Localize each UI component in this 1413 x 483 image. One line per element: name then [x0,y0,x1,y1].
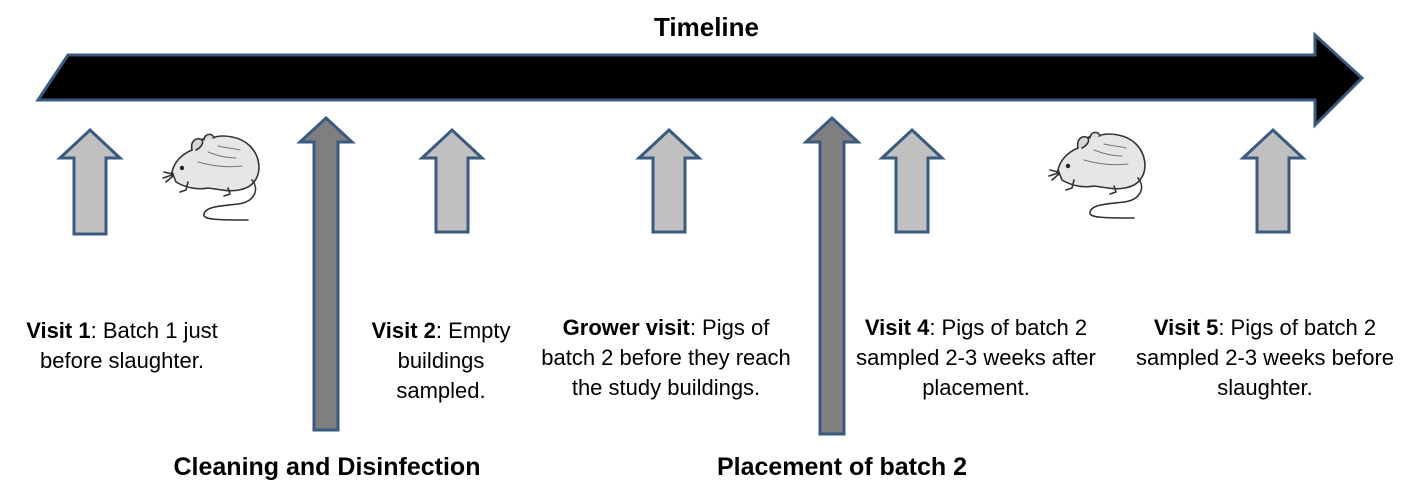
visit-arrow-2 [418,127,486,234]
event-arrow-placement [802,115,862,436]
visit-2-desc: : Empty buildings sampled. [396,318,511,403]
visit-4-text: Visit 4: Pigs of batch 2 sampled 2-3 wee… [850,313,1102,403]
event-label-placement: Placement of batch 2 [716,453,968,481]
visit-2-text: Visit 2: Empty buildings sampled. [355,316,527,406]
visit-5-label: Visit 5 [1153,315,1219,340]
grower-visit-desc: : Pigs of batch 2 before they reach the … [541,315,791,400]
visit-arrow-5 [1239,127,1307,234]
event-label-cleaning: Cleaning and Disinfection [173,453,481,481]
grower-visit-text: Grower visit: Pigs of batch 2 before the… [540,313,792,403]
rat-icon [1048,131,1146,219]
visit-arrow-4 [878,127,946,234]
grower-visit-label: Grower visit [562,315,690,340]
visit-arrow-3 [635,127,703,234]
visit-2-label: Visit 2 [371,318,436,343]
visit-4-label: Visit 4 [864,315,930,340]
visit-5-text: Visit 5: Pigs of batch 2 sampled 2-3 wee… [1134,313,1396,403]
visit-4-desc: : Pigs of batch 2 sampled 2-3 weeks afte… [856,315,1096,400]
timeline-arrow [35,31,1365,129]
timeline-title: Timeline [653,12,759,42]
rat-icon [162,133,260,221]
visit-5-desc: : Pigs of batch 2 sampled 2-3 weeks befo… [1135,315,1395,400]
visit-1-label: Visit 1 [26,318,91,343]
visit-1-text: Visit 1: Batch 1 just before slaughter. [6,316,238,376]
event-arrow-cleaning [296,115,356,432]
visit-arrow-1 [56,127,124,236]
visit-1-desc: : Batch 1 just before slaughter. [40,318,218,373]
